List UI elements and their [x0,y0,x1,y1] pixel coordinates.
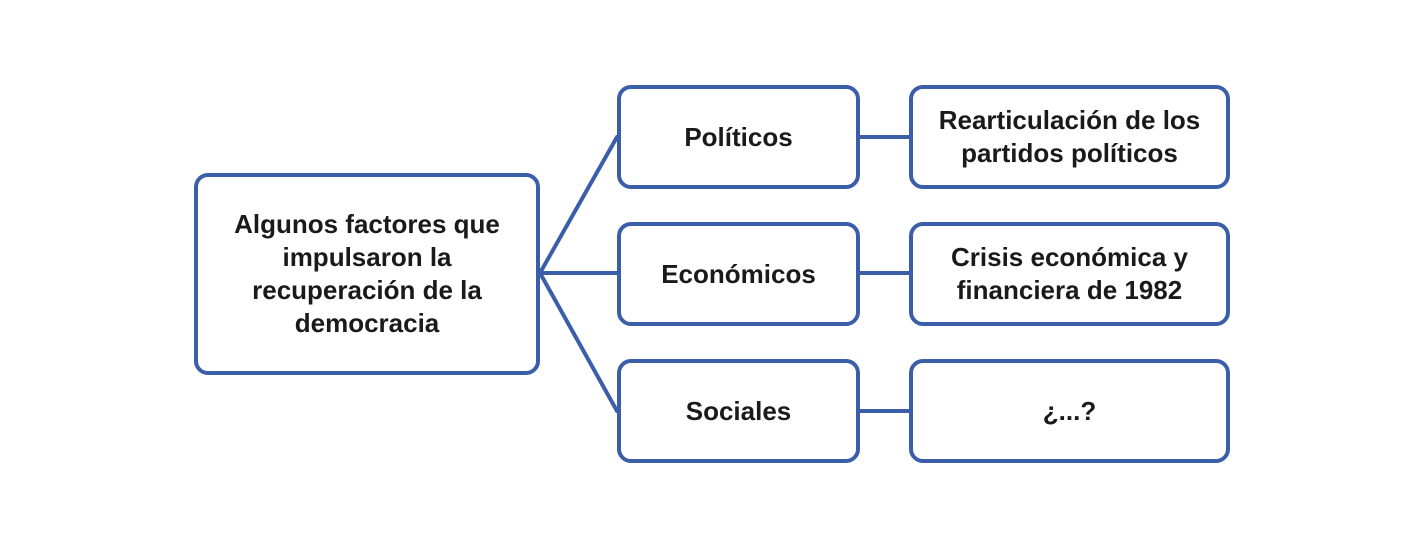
detail-node-sociales: ¿...? [909,359,1230,463]
factor-label-sociales: Sociales [685,395,792,426]
detail-node-politicos: Rearticulación de los partidos políticos [909,85,1230,189]
root-node-text: Algunos factores que impulsaron la recup… [234,209,500,338]
detail-text-politicos: Rearticulación de los partidos políticos [938,105,1201,168]
factor-label-politicos: Políticos [684,121,793,152]
root-node: Algunos factores que impulsaron la recup… [194,173,540,375]
detail-node-economicos: Crisis económica y financiera de 1982 [909,222,1230,326]
detail-text-economicos: Crisis económica y financiera de 1982 [951,242,1188,305]
factor-label-economicos: Económicos [661,258,816,289]
factor-node-sociales: Sociales [617,359,860,463]
detail-text-sociales: ¿...? [1042,395,1097,426]
factor-node-economicos: Económicos [617,222,860,326]
factor-node-politicos: Políticos [617,85,860,189]
connector-root-politicos [538,135,619,275]
connector-root-sociales [538,271,619,413]
